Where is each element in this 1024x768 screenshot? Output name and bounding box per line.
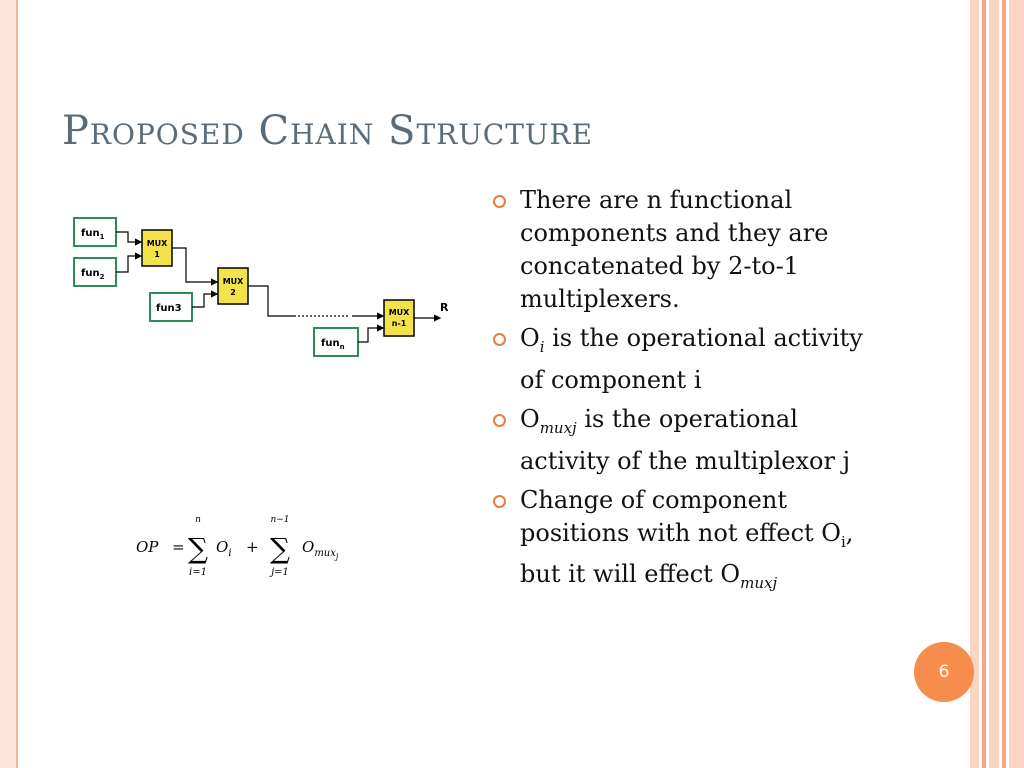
svg-text:MUX: MUX xyxy=(223,277,244,286)
svg-text:1: 1 xyxy=(154,250,160,259)
bullet-item: There are n functional components and th… xyxy=(493,184,883,316)
funn-box: funn xyxy=(313,327,359,357)
output-label: R xyxy=(440,301,449,314)
bullet-circle-icon xyxy=(493,413,506,427)
svg-text:fun3: fun3 xyxy=(156,303,182,314)
svg-text:funn: funn xyxy=(321,338,345,351)
bullet-circle-icon xyxy=(493,195,506,208)
bullet-item: Omuxj is the operational activity of the… xyxy=(493,403,883,478)
svg-text:n−1: n−1 xyxy=(270,515,289,525)
svg-text:+: + xyxy=(246,538,259,556)
svg-text:∑: ∑ xyxy=(188,532,208,565)
svg-text:fun2: fun2 xyxy=(81,268,105,281)
svg-text:Oi: Oi xyxy=(216,538,232,559)
bullet-list: There are n functional components and th… xyxy=(493,184,883,606)
svg-text:i=1: i=1 xyxy=(189,567,207,578)
svg-text:n-1: n-1 xyxy=(392,319,407,328)
svg-text:Omuxj: Omuxj xyxy=(302,538,339,561)
diagram-wires xyxy=(116,231,442,343)
mux1-box: MUX 1 xyxy=(141,229,173,267)
svg-text:2: 2 xyxy=(230,288,236,297)
op-formula: OP = n ∑ i=1 Oi + n−1 ∑ j=1 Omuxj xyxy=(136,515,339,578)
bullet-item: Change of component positions with not e… xyxy=(493,484,883,601)
svg-text:OP: OP xyxy=(136,538,159,556)
bullet-item: Oi is the operational activity of compon… xyxy=(493,322,883,397)
fun3-box: fun3 xyxy=(149,292,193,322)
mux2-box: MUX 2 xyxy=(217,267,249,305)
fun1-box: fun1 xyxy=(73,217,117,247)
svg-text:j=1: j=1 xyxy=(269,567,289,578)
fun2-box: fun2 xyxy=(73,257,117,287)
svg-text:fun1: fun1 xyxy=(81,228,105,241)
chain-diagram: fun1 fun2 fun3 funn MUX 1 MUX 2 MUX n-1 xyxy=(73,217,449,357)
slide-title: Proposed Chain Structure xyxy=(62,108,594,154)
svg-text:MUX: MUX xyxy=(389,308,410,317)
bullet-circle-icon xyxy=(493,333,506,346)
bullet-circle-icon xyxy=(493,494,506,508)
svg-text:=: = xyxy=(172,538,185,556)
right-border xyxy=(970,0,1024,768)
svg-text:∑: ∑ xyxy=(270,532,290,565)
left-border xyxy=(0,0,18,768)
muxn-box: MUX n-1 xyxy=(383,299,415,337)
svg-text:MUX: MUX xyxy=(147,239,168,248)
svg-text:n: n xyxy=(195,515,201,525)
page-number: 6 xyxy=(914,642,974,702)
